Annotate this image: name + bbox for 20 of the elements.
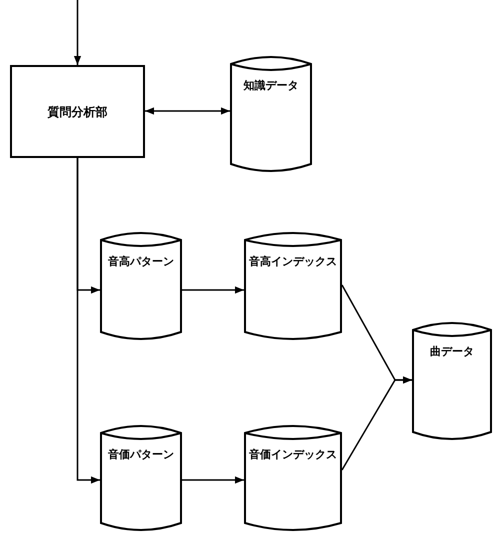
arrow bbox=[145, 107, 230, 115]
database-cylinder bbox=[244, 425, 342, 531]
arrow bbox=[182, 286, 244, 294]
database-cylinder bbox=[230, 56, 312, 172]
arrow bbox=[341, 376, 412, 470]
process-box bbox=[10, 65, 145, 158]
arrow bbox=[74, 0, 82, 65]
node-label: 音価パターン bbox=[107, 447, 175, 462]
arrow bbox=[182, 476, 244, 484]
node-label: 曲データ bbox=[429, 344, 475, 359]
database-cylinder bbox=[244, 232, 342, 340]
node-label: 音価インデックス bbox=[248, 447, 338, 462]
arrow bbox=[76, 158, 100, 484]
node-label: 音高パターン bbox=[107, 254, 175, 269]
node-label: 知識データ bbox=[242, 78, 300, 93]
node-label: 質問分析部 bbox=[46, 104, 108, 120]
database-cylinder bbox=[100, 425, 182, 531]
database-cylinder bbox=[100, 232, 182, 340]
database-cylinder bbox=[412, 322, 492, 440]
node-label: 音高インデックス bbox=[248, 254, 338, 269]
